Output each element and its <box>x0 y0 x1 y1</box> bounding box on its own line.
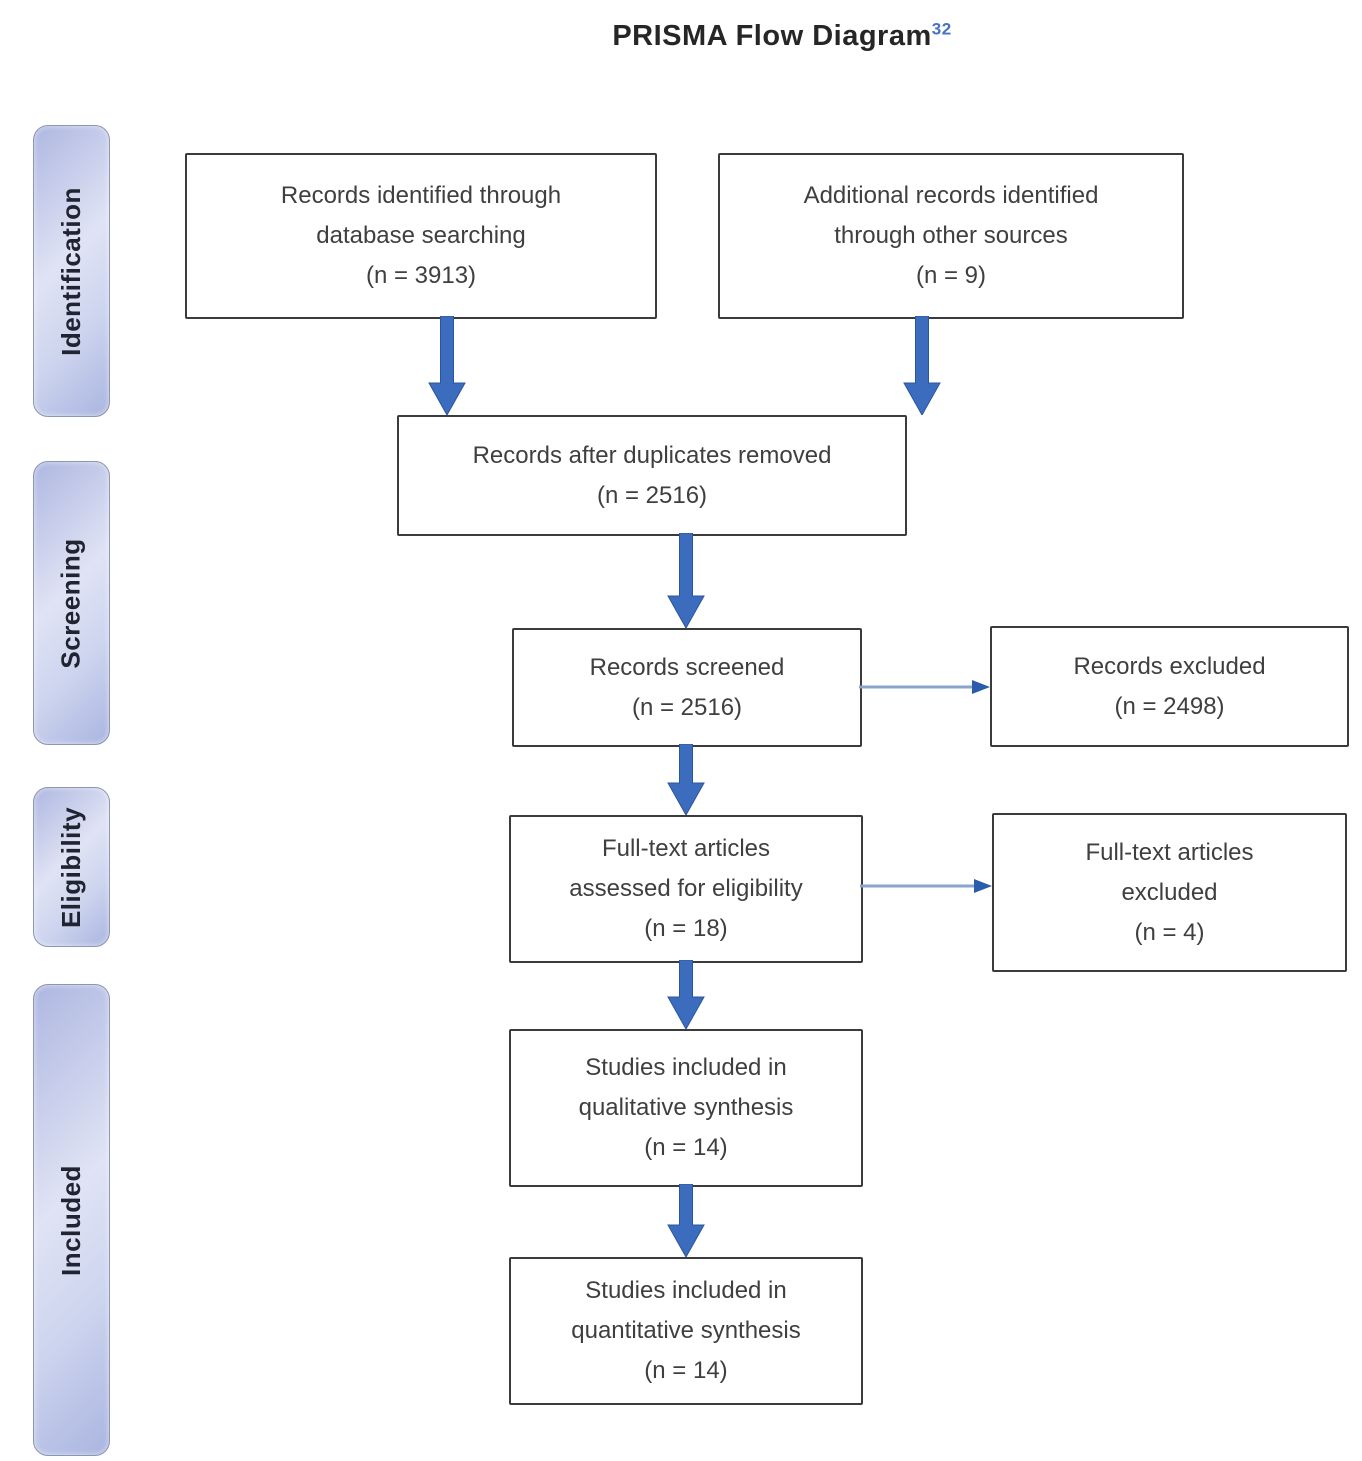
diagram-title-text: PRISMA Flow Diagram <box>612 20 932 52</box>
box-fulltext-assessed: Full-text articles assessed for eligibil… <box>509 815 863 963</box>
box-quantitative-synthesis: Studies included in quantitative synthes… <box>509 1257 863 1405</box>
box-fulltext-excluded-text: Full-text articles excluded (n = 4) <box>1085 838 1254 946</box>
down-arrow-duplicates-to-screened-icon <box>666 533 706 628</box>
right-arrow-fulltext-to-excluded-icon <box>860 878 992 894</box>
down-arrow-additional-to-duplicates-icon <box>902 316 942 415</box>
box-records-excluded-text: Records excluded (n = 2498) <box>1073 652 1266 720</box>
box-records-identified: Records identified through database sear… <box>185 153 657 319</box>
down-arrow-identified-to-duplicates-icon <box>427 316 467 415</box>
diagram-title: PRISMA Flow Diagram32 <box>612 20 951 53</box>
stage-screening: Screening <box>33 461 110 745</box>
box-qualitative-synthesis-text: Studies included in qualitative synthesi… <box>578 1054 794 1161</box>
stage-included: Included <box>33 984 110 1456</box>
box-fulltext-assessed-text: Full-text articles assessed for eligibil… <box>569 835 803 942</box>
stage-identification: Identification <box>33 125 110 417</box>
stage-eligibility: Eligibility <box>33 787 110 947</box>
box-qualitative-synthesis: Studies included in qualitative synthesi… <box>509 1029 863 1187</box>
box-records-screened: Records screened (n = 2516) <box>512 628 862 747</box>
stage-identification-label: Identification <box>56 186 86 356</box>
box-records-identified-text: Records identified through database sear… <box>280 182 562 289</box>
stage-eligibility-label: Eligibility <box>56 806 87 928</box>
box-additional-records-text: Additional records identified through ot… <box>803 182 1099 289</box>
box-fulltext-excluded: Full-text articles excluded (n = 4) <box>992 813 1347 972</box>
stage-included-label: Included <box>56 1164 86 1276</box>
box-quantitative-synthesis-text: Studies included in quantitative synthes… <box>571 1277 801 1384</box>
diagram-title-superscript: 32 <box>931 19 952 39</box>
stage-screening-label: Screening <box>56 537 86 669</box>
right-arrow-screened-to-excluded-icon <box>859 679 990 695</box>
box-records-screened-text: Records screened (n = 2516) <box>589 653 785 721</box>
box-records-excluded: Records excluded (n = 2498) <box>990 626 1349 747</box>
down-arrow-screened-to-fulltext-icon <box>666 744 706 815</box>
box-duplicates-removed-text: Records after duplicates removed (n = 25… <box>472 441 832 509</box>
down-arrow-qualitative-to-quantitative-icon <box>666 1184 706 1257</box>
box-duplicates-removed: Records after duplicates removed (n = 25… <box>397 415 907 536</box>
down-arrow-fulltext-to-qualitative-icon <box>666 960 706 1029</box>
box-additional-records: Additional records identified through ot… <box>718 153 1184 319</box>
